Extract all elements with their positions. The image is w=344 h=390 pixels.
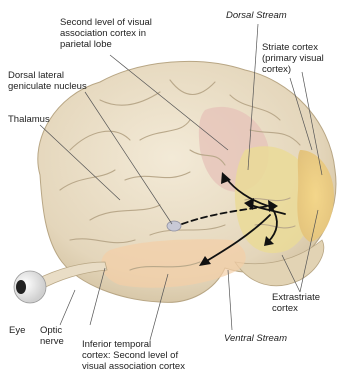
label-thalamus: Thalamus [8,114,50,125]
label-ventral-stream: Ventral Stream [224,333,287,344]
label-extrastriate-cortex: Extrastriate cortex [272,292,320,314]
label-dorsal-stream: Dorsal Stream [226,10,287,21]
label-second-level-parietal: Second level of visual association corte… [60,17,152,50]
lateral-geniculate-nucleus [167,221,181,231]
label-inferior-temporal: Inferior temporal cortex: Second level o… [82,339,185,372]
label-optic-nerve: Optic nerve [40,325,64,347]
label-eye: Eye [9,325,25,336]
iris [16,280,26,294]
label-striate-cortex: Striate cortex (primary visual cortex) [262,42,324,75]
inferior-temporal-region [101,239,245,287]
label-dorsal-lateral-geniculate: Dorsal lateral geniculate nucleus [8,70,87,92]
